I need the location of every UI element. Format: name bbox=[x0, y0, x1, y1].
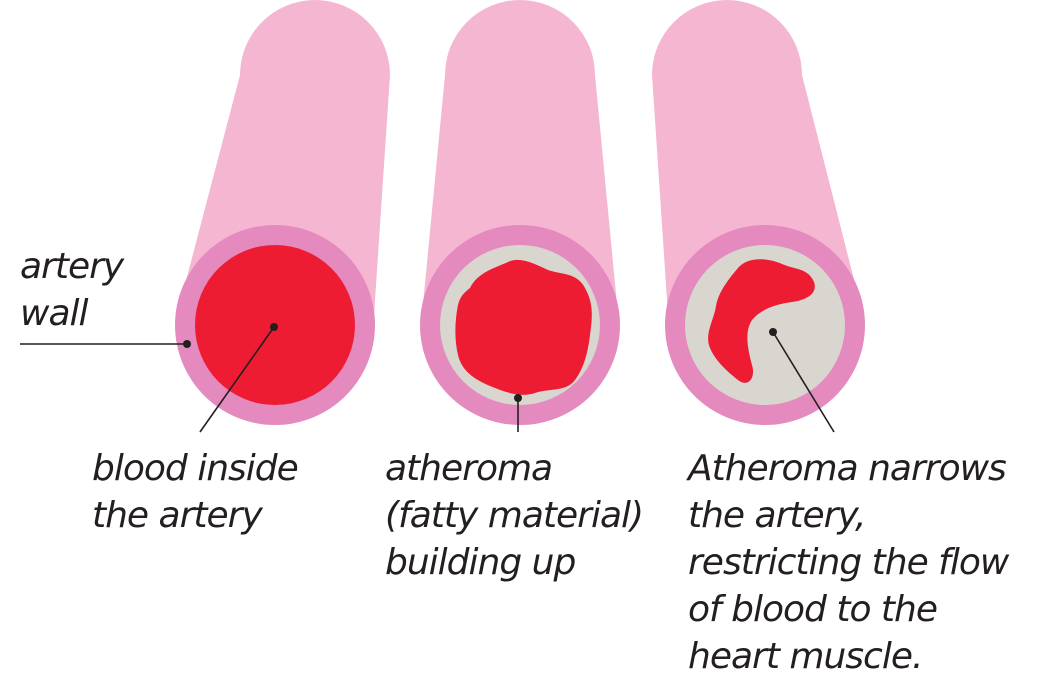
label-line: (fatty material) bbox=[385, 492, 643, 539]
atheroma-artery bbox=[420, 0, 620, 425]
atheroma-narrows-label: Atheroma narrows the artery, restricting… bbox=[688, 445, 1008, 680]
label-line: atheroma bbox=[385, 445, 643, 492]
label-line: heart muscle. bbox=[688, 633, 1008, 680]
label-line: the artery, bbox=[688, 492, 1008, 539]
label-line: of blood to the bbox=[688, 586, 1008, 633]
atheroma-building-dot bbox=[514, 394, 522, 402]
atheroma-narrows-dot bbox=[769, 328, 777, 336]
blood-lumen-irregular bbox=[455, 260, 591, 395]
label-line: wall bbox=[20, 290, 123, 337]
label-line: building up bbox=[385, 539, 643, 586]
label-line: blood inside bbox=[92, 445, 298, 492]
healthy-artery bbox=[175, 0, 390, 425]
blood-inside-dot bbox=[270, 323, 278, 331]
label-line: Atheroma narrows bbox=[688, 445, 1008, 492]
narrowed-artery bbox=[652, 0, 865, 425]
artery-wall-label: artery wall bbox=[20, 243, 123, 337]
label-line: restricting the flow bbox=[688, 539, 1008, 586]
artery-wall-dot bbox=[183, 340, 191, 348]
label-line: the artery bbox=[92, 492, 298, 539]
label-line: artery bbox=[20, 243, 123, 290]
blood-inside-label: blood inside the artery bbox=[92, 445, 298, 539]
atheroma-building-label: atheroma (fatty material) building up bbox=[385, 445, 643, 586]
